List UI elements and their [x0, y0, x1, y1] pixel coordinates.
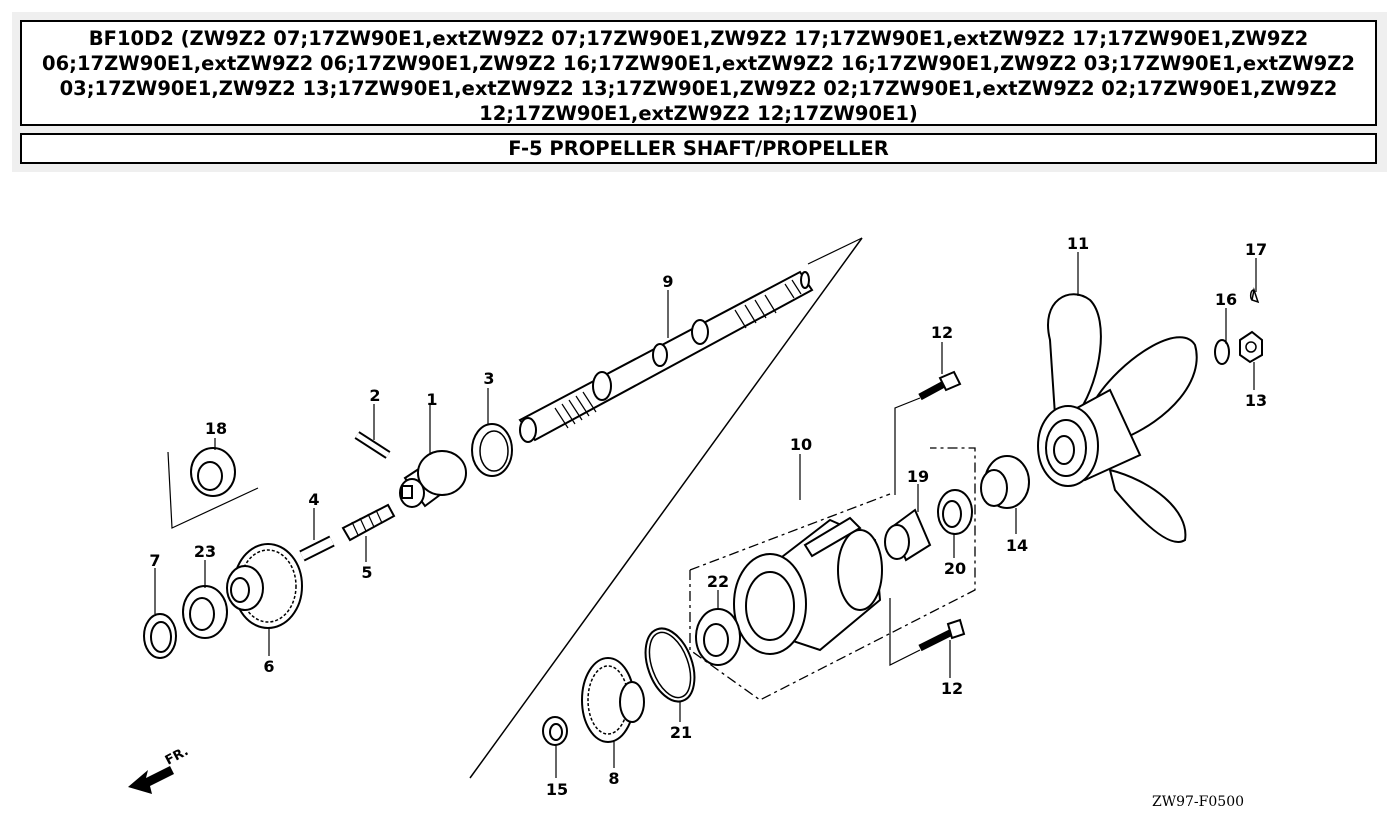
bearing-part-22[interactable] [695, 608, 741, 666]
callout-20: 20 [944, 559, 966, 578]
front-arrow-icon [128, 766, 174, 794]
callout-12-top: 12 [931, 323, 953, 342]
clutch-shifter-part-1[interactable] [399, 450, 467, 508]
callout-9: 9 [662, 272, 673, 291]
callout-22: 22 [707, 572, 729, 591]
propeller-part-11[interactable] [1037, 293, 1198, 543]
callout-6: 6 [263, 657, 274, 676]
callout-2: 2 [369, 386, 380, 405]
callout-7: 7 [149, 551, 160, 570]
callout-21: 21 [670, 723, 692, 742]
model-title: BF10D2 (ZW9Z2 07;17ZW90E1,extZW9Z2 07;17… [20, 20, 1377, 126]
bearing-part-18[interactable] [167, 447, 259, 529]
washer-part-16[interactable] [1214, 339, 1230, 365]
castle-nut-part-13[interactable] [1239, 330, 1263, 364]
cotter-pin-part-17[interactable] [1249, 287, 1260, 304]
callouts: 1 2 3 4 5 6 7 8 9 10 11 12 12 13 14 15 1… [149, 234, 1267, 799]
bearing-holder-part-10[interactable] [733, 516, 883, 655]
thrust-ring-part-3[interactable] [471, 423, 513, 477]
callout-10: 10 [790, 435, 812, 454]
callout-5: 5 [361, 563, 372, 582]
shift-pin-part-2[interactable] [354, 431, 391, 459]
thrust-spacer-part-14[interactable] [980, 455, 1030, 509]
callout-16: 16 [1215, 290, 1237, 309]
section-title: F-5 PROPELLER SHAFT/PROPELLER [20, 133, 1377, 164]
washer-part-7[interactable] [143, 613, 177, 659]
spring-part-5[interactable] [341, 503, 396, 542]
callout-1: 1 [426, 390, 437, 409]
bevel-gear-part-8[interactable] [581, 657, 645, 743]
pin-part-4[interactable] [299, 535, 335, 562]
bolt-part-12-top[interactable] [894, 370, 962, 495]
gear-part-6[interactable] [226, 543, 303, 629]
callout-3: 3 [483, 369, 494, 388]
propeller-shaft-part-9[interactable] [518, 270, 814, 443]
needle-bearing-part-19[interactable] [884, 508, 932, 562]
group-boundary-lines [469, 237, 863, 779]
front-indicator-label: FR. [163, 744, 191, 769]
callout-4: 4 [308, 490, 319, 509]
callout-23: 23 [194, 542, 216, 561]
leader-lines [154, 252, 1257, 778]
washer-part-15[interactable] [542, 716, 568, 746]
callout-15: 15 [546, 780, 568, 799]
bearing-part-23[interactable] [182, 585, 228, 639]
callout-19: 19 [907, 467, 929, 486]
callout-14: 14 [1006, 536, 1028, 555]
callout-11: 11 [1067, 234, 1089, 253]
o-ring-part-21[interactable] [636, 622, 703, 708]
bearing-holder-assembly-outline [689, 447, 976, 701]
callout-18: 18 [205, 419, 227, 438]
callout-17: 17 [1245, 240, 1267, 259]
callout-13: 13 [1245, 391, 1267, 410]
oil-seal-part-20[interactable] [937, 489, 973, 535]
callout-8: 8 [608, 769, 619, 788]
drawing-code: ZW97-F0500 [1152, 794, 1244, 810]
callout-12-bottom: 12 [941, 679, 963, 698]
bolt-part-12-bottom[interactable] [889, 598, 966, 666]
